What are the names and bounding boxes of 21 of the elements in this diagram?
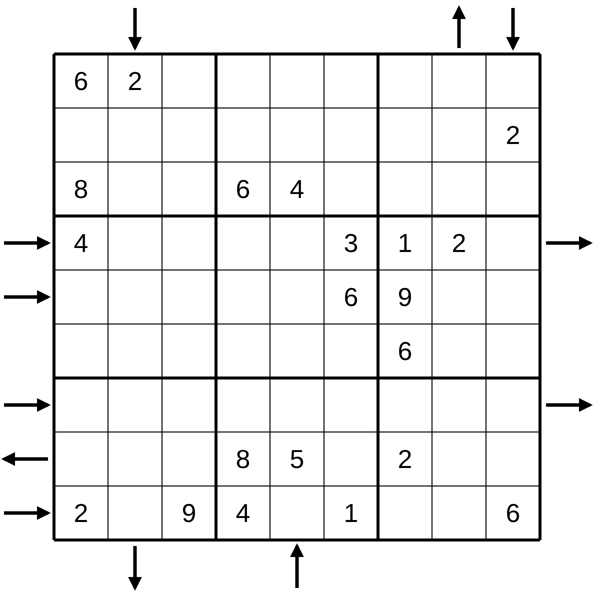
given-digit: 2 [506, 122, 520, 148]
given-digit: 6 [398, 338, 412, 364]
given-digit: 2 [74, 500, 88, 526]
given-digit: 9 [398, 284, 412, 310]
given-digit: 9 [182, 500, 196, 526]
given-digit: 4 [290, 176, 304, 202]
given-digit: 5 [290, 446, 304, 472]
given-digit: 8 [236, 446, 250, 472]
given-digit: 4 [74, 230, 88, 256]
given-digit: 1 [344, 500, 358, 526]
given-digit: 6 [236, 176, 250, 202]
given-digit: 2 [398, 446, 412, 472]
given-digit: 4 [236, 500, 250, 526]
given-digit: 6 [74, 68, 88, 94]
given-digit: 2 [128, 68, 142, 94]
given-digit: 2 [452, 230, 466, 256]
given-digit: 3 [344, 230, 358, 256]
given-digit: 8 [74, 176, 88, 202]
given-digit: 6 [344, 284, 358, 310]
given-digit: 6 [506, 500, 520, 526]
given-digit: 1 [398, 230, 412, 256]
